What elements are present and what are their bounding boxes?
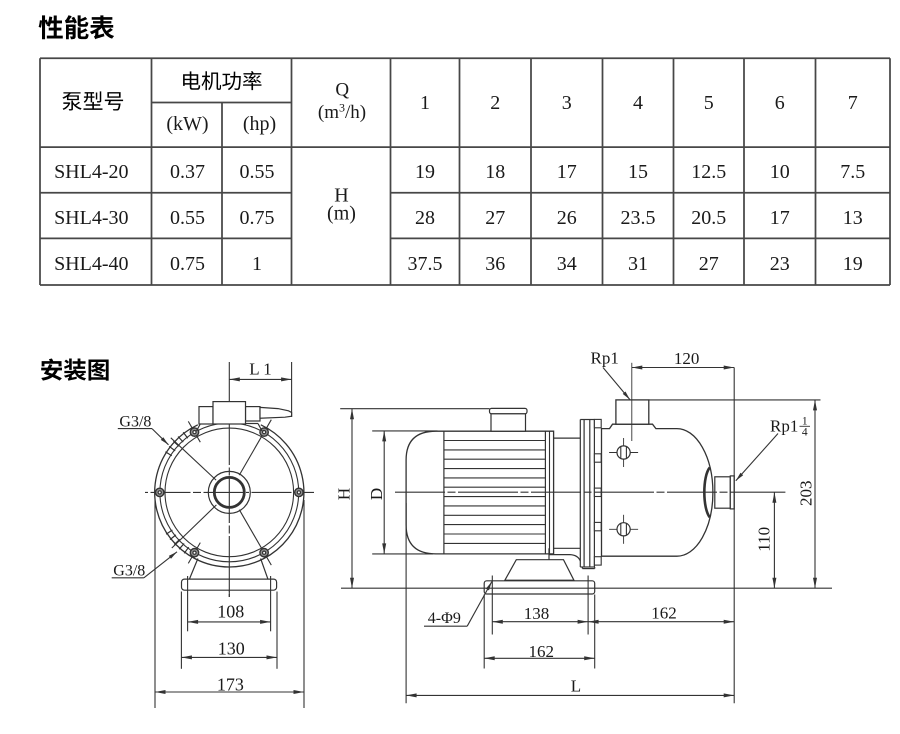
- svg-text:(m3/h): (m3/h): [318, 101, 366, 124]
- svg-text:4-Φ9: 4-Φ9: [428, 610, 461, 627]
- svg-text:2: 2: [490, 92, 500, 114]
- svg-text:37.5: 37.5: [408, 253, 443, 275]
- svg-text:D: D: [367, 488, 386, 500]
- svg-text:(hp): (hp): [243, 113, 276, 135]
- svg-text:0.55: 0.55: [240, 161, 275, 183]
- svg-text:4: 4: [633, 92, 643, 114]
- svg-text:0.75: 0.75: [240, 207, 275, 229]
- svg-text:19: 19: [415, 161, 435, 183]
- svg-text:G3/8: G3/8: [119, 414, 151, 431]
- svg-text:173: 173: [217, 675, 244, 695]
- svg-text:L: L: [571, 677, 581, 696]
- svg-text:0.75: 0.75: [170, 253, 205, 275]
- svg-text:17: 17: [770, 207, 790, 229]
- svg-text:H: H: [334, 185, 348, 207]
- svg-text:36: 36: [485, 253, 505, 275]
- svg-text:162: 162: [651, 604, 677, 623]
- svg-text:17: 17: [557, 161, 577, 183]
- svg-text:0.55: 0.55: [170, 207, 205, 229]
- svg-text:203: 203: [797, 481, 816, 507]
- svg-text:SHL4-40: SHL4-40: [54, 253, 128, 275]
- svg-text:26: 26: [557, 207, 577, 229]
- svg-text:6: 6: [775, 92, 785, 114]
- svg-text:SHL4-30: SHL4-30: [54, 207, 128, 229]
- svg-text:120: 120: [674, 349, 700, 368]
- svg-text:7: 7: [848, 92, 858, 114]
- svg-text:20.5: 20.5: [691, 207, 726, 229]
- svg-text:108: 108: [217, 601, 244, 621]
- svg-text:(m): (m): [327, 202, 356, 224]
- svg-text:130: 130: [218, 639, 245, 659]
- svg-text:23.5: 23.5: [621, 207, 656, 229]
- svg-text:4: 4: [802, 426, 808, 438]
- svg-text:3: 3: [562, 92, 572, 114]
- svg-text:1: 1: [252, 253, 262, 275]
- svg-text:G3/8: G3/8: [113, 563, 145, 580]
- svg-text:18: 18: [485, 161, 505, 183]
- svg-text:Rp1: Rp1: [591, 348, 619, 367]
- svg-text:5: 5: [704, 92, 714, 114]
- svg-text:H: H: [335, 488, 354, 500]
- svg-text:L 1: L 1: [249, 360, 272, 379]
- svg-text:15: 15: [628, 161, 648, 183]
- svg-text:(kW): (kW): [166, 113, 208, 135]
- svg-text:19: 19: [843, 253, 863, 275]
- svg-text:10: 10: [770, 161, 790, 183]
- svg-text:138: 138: [524, 604, 550, 623]
- svg-text:1: 1: [420, 92, 430, 114]
- svg-text:28: 28: [415, 207, 435, 229]
- svg-text:Q: Q: [335, 80, 349, 101]
- svg-text:0.37: 0.37: [170, 161, 205, 183]
- svg-text:12.5: 12.5: [691, 161, 726, 183]
- svg-text:34: 34: [557, 253, 577, 275]
- svg-text:SHL4-20: SHL4-20: [54, 161, 128, 183]
- svg-text:23: 23: [770, 253, 790, 275]
- svg-text:110: 110: [755, 527, 774, 552]
- svg-text:27: 27: [699, 253, 719, 275]
- svg-text:13: 13: [843, 207, 863, 229]
- svg-text:1: 1: [802, 415, 808, 427]
- svg-text:27: 27: [485, 207, 505, 229]
- svg-text:162: 162: [529, 642, 555, 661]
- svg-text:7.5: 7.5: [840, 161, 865, 183]
- svg-text:31: 31: [628, 253, 648, 275]
- svg-text:Rp1: Rp1: [770, 417, 798, 436]
